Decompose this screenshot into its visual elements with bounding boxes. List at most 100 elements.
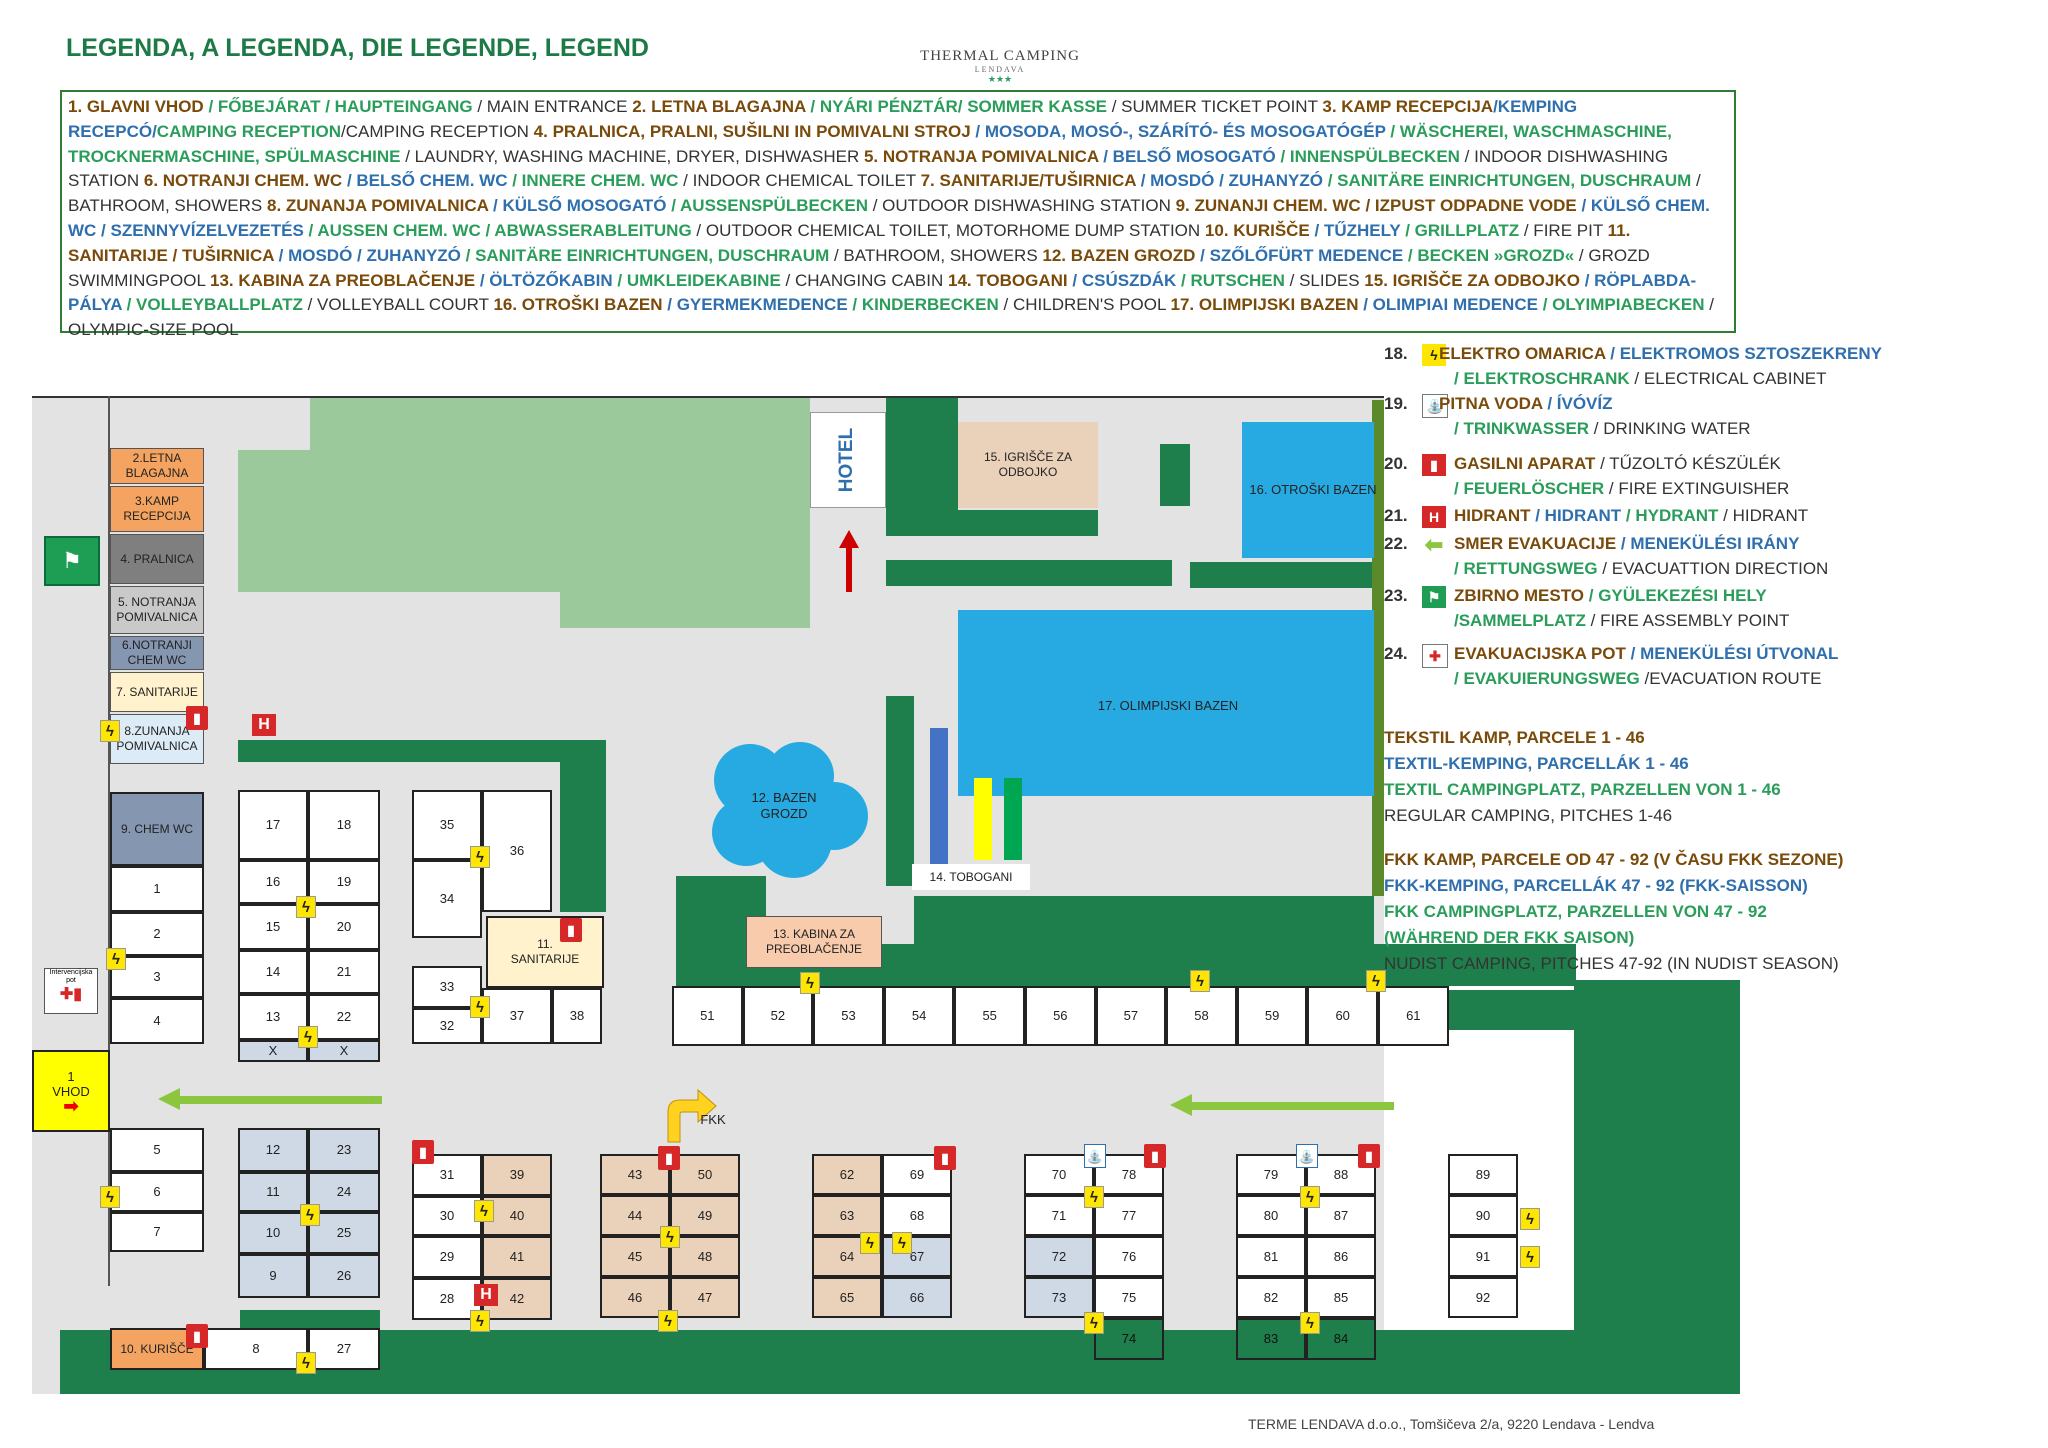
legend-segment: 8. ZUNANJA POMIVALNICA — [266, 196, 494, 216]
symbol-legend-text: / TŰZOLTÓ KÉSZÜLÉK — [1600, 454, 1781, 473]
pitch-cell: X — [238, 1040, 308, 1062]
legend-segment: 2. LETNA BLAGAJNA — [632, 97, 811, 116]
electrical-cabinet-icon: ϟ — [474, 1200, 494, 1222]
symbol-legend-text: / ELEKTROSCHRANK — [1454, 369, 1635, 388]
water-tap-icon: ⛲ — [1084, 1144, 1106, 1168]
legend-segment: / INDOOR CHEMICAL TOILET — [683, 171, 921, 191]
main-entrance-label: VHOD — [52, 1083, 90, 1099]
hotel-label: HOTEL — [836, 427, 857, 493]
pitch-cell: 86 — [1306, 1236, 1376, 1277]
legend-segment: / MAIN ENTRANCE — [477, 97, 633, 116]
water-tap-icon: ⛲ — [1296, 1144, 1318, 1168]
slides-label: 14. TOBOGANI — [912, 864, 1030, 890]
pitch-cell: 24 — [308, 1172, 380, 1212]
fire-extinguisher-icon: ▮ — [186, 706, 208, 730]
pitch-cell: 74 — [1094, 1318, 1164, 1360]
thermal-camping-logo: THERMAL CAMPING LENDAVA ★★★ — [900, 28, 1100, 92]
legend-segment: / OLYIMPIABECKEN — [1542, 295, 1710, 315]
legend-segment: / OUTDOOR CHEMICAL TOILET, MOTORHOME DUM… — [696, 220, 1205, 240]
assembly-point-icon: ⚑ — [44, 536, 100, 586]
symbol-legend-text: / HIDRANT — [1535, 506, 1626, 525]
symbol-legend-text: / TRINKWASSER — [1454, 419, 1594, 438]
legend-segment: 11. SANITARIJE / TUŠIRNICA — [68, 220, 1631, 265]
fire-extinguisher-icon: ▮ — [412, 1140, 434, 1164]
fkk-label: FKK — [700, 1112, 726, 1127]
camping-zone-text: FKK-KEMPING, PARCELLÁK 47 - 92 (FKK-SAIS… — [1384, 876, 1808, 895]
pitch-cell: 22 — [308, 994, 380, 1040]
pitch-cell: 29 — [412, 1236, 482, 1278]
legend-segment: / FIRE PIT — [1523, 220, 1608, 240]
legend-segment: 7. SANITARIJE/TUŠIRNICA — [920, 171, 1141, 191]
pitch-cell: 60 — [1307, 986, 1378, 1046]
pitch-cell: 4 — [110, 998, 204, 1044]
left-path-line — [108, 396, 110, 1286]
legend-title: LEGENDA, A LEGENDA, DIE LEGENDE, LEGEND — [66, 34, 649, 62]
pitch-cell: 25 — [308, 1212, 380, 1254]
pitch-cell: 8 — [204, 1328, 308, 1370]
main-entrance: 1 VHOD ➡ — [32, 1050, 110, 1132]
intervention-path-label: Intervencijska pot — [49, 969, 93, 984]
bolt-icon: ϟ — [1422, 344, 1446, 366]
symbol-legend-text: / HYDRANT — [1625, 506, 1724, 525]
legend-segment: / BELSŐ CHEM. WC — [346, 171, 513, 191]
legend-segment: 16. OTROŠKI BAZEN — [493, 295, 668, 315]
pitch-cell: 70 — [1024, 1154, 1094, 1195]
camping-zone-text: TEXTIL CAMPINGPLATZ, PARZELLEN VON 1 - 4… — [1384, 780, 1781, 799]
hedge-v1 — [886, 398, 958, 536]
legend-segment: 14. TOBOGANI — [948, 270, 1073, 290]
legend-segment: / INNERE CHEM. WC — [512, 171, 684, 191]
pitch-cell: 59 — [1236, 986, 1308, 1046]
symbol-legend-text: / FIRE ASSEMBLY POINT — [1590, 611, 1790, 630]
hedge-v5 — [560, 740, 606, 912]
footer-address: TERME LENDAVA d.o.o., Tomšičeva 2/a, 922… — [1248, 1416, 1655, 1432]
camping-zone-text: FKK KAMP, PARCELE OD 47 - 92 (V ČASU FKK… — [1384, 850, 1844, 869]
pitch-cell: 83 — [1236, 1318, 1306, 1360]
pitch-cell: 69 — [882, 1154, 952, 1195]
legend-segment: / OUTDOOR DISHWASHING STATION — [872, 196, 1176, 216]
fire-pit: 10. KURIŠČE — [110, 1328, 204, 1370]
symbol-legend-num: 23. — [1384, 586, 1408, 605]
pitch-cell: 47 — [670, 1277, 740, 1318]
legend-segment: / SLIDES — [1289, 270, 1365, 290]
symbol-legend-text: / HIDRANT — [1723, 506, 1809, 525]
pitch-cell: 27 — [308, 1328, 380, 1370]
sanitary-7: 7. SANITARIJE — [110, 672, 204, 712]
pitch-cell: 26 — [308, 1254, 380, 1298]
pitch-cell: 81 — [1236, 1236, 1306, 1277]
symbol-legend-text: / ÍVÓVÍZ — [1547, 394, 1613, 413]
electrical-cabinet-icon: ϟ — [100, 720, 120, 742]
legend-segment: / SZŐLŐFÜRT MEDENCE — [1200, 245, 1408, 265]
symbol-legend-text: / EVACUATTION DIRECTION — [1602, 559, 1829, 578]
hedge-h1 — [886, 560, 1172, 586]
pitch-cell: 53 — [813, 986, 884, 1046]
camping-zone-text: (WÄHREND DER FKK SAISON) — [1384, 928, 1635, 947]
pitch-cell: 48 — [670, 1236, 740, 1277]
pitch-cell: 79 — [1236, 1154, 1306, 1195]
electrical-cabinet-icon: ϟ — [300, 1204, 320, 1226]
electrical-cabinet-icon: ϟ — [1084, 1186, 1104, 1208]
pitch-cell: 68 — [882, 1195, 952, 1236]
pitch-cell: 73 — [1024, 1277, 1094, 1318]
camp-map: 16. OTROŠKI BAZEN 17. OLIMPIJSKI BAZEN 1… — [32, 396, 1740, 1394]
olympic-pool — [958, 610, 1374, 796]
legend-segment: / NYÁRI PÉNZTÁR/ SOMMER KASSE — [810, 97, 1112, 116]
pitch-cell: 77 — [1094, 1195, 1164, 1236]
electrical-cabinet-icon: ϟ — [1520, 1208, 1540, 1230]
legend-segment: / IZPUST ODPADNE VODE — [1365, 196, 1582, 216]
legend-segment: / RÖPLABDA-PÁLYA — [68, 270, 1697, 315]
electrical-cabinet-icon: ϟ — [1300, 1186, 1320, 1208]
legend-segment: / LAUNDRY, WASHING MACHINE, DRYER, DISHW… — [405, 146, 864, 166]
legend-segment: / GYERMEKMEDENCE — [667, 295, 853, 315]
legend-segment: / OLIMPIAI MEDENCE — [1363, 295, 1543, 315]
electrical-cabinet-icon: ϟ — [1520, 1246, 1540, 1268]
legend-segment: 15. IGRIŠČE ZA ODBOJKO — [1364, 270, 1585, 290]
pitch-cell: 38 — [552, 988, 602, 1044]
pitch-cell: X — [308, 1040, 380, 1062]
legend-segment: CAMPING RECEPTION — [156, 121, 341, 141]
legend-segment: / BECKEN »GROZD« — [1407, 245, 1579, 265]
legend-segment: / KINDERBECKEN — [852, 295, 1004, 315]
legend-segment: 10. KURIŠČE — [1204, 220, 1315, 240]
pitch-cell: 84 — [1306, 1318, 1376, 1360]
pitch-cell: 15 — [238, 904, 308, 950]
pitch-cell: 66 — [882, 1277, 952, 1318]
